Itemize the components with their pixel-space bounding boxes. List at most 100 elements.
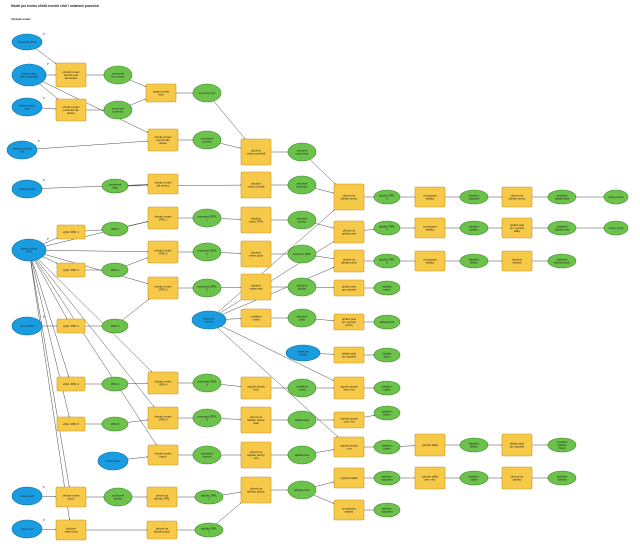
process-step-node-p-45[interactable]: výpočet délky: [414, 433, 446, 457]
input-data-node-in-7[interactable]: vrstva hranic: [97, 451, 129, 471]
process-step-node-p-40[interactable]: výpočet podílu: [333, 467, 365, 489]
output-data-node-o-10[interactable]: JPRL 5: [101, 416, 129, 432]
output-data-node-o-8[interactable]: JPRL 3: [101, 318, 129, 334]
output-data-node-o-34[interactable]: tabulka cest: [373, 314, 401, 330]
process-step-node-p-8[interactable]: výběr JPRL 3: [56, 318, 86, 334]
output-data-node-o-26[interactable]: tabulka cest: [287, 445, 317, 465]
process-step-node-p-9[interactable]: výběr JPRL 4: [56, 376, 86, 392]
process-step-node-p-7[interactable]: výběr JPRL 2: [56, 262, 86, 278]
output-data-node-o-27[interactable]: tabulka ploch: [287, 480, 317, 500]
process-step-node-p-6[interactable]: výběr JPRL 1: [56, 224, 86, 240]
output-data-node-o-21[interactable]: sloučené JPRL: [287, 244, 317, 264]
output-data-node-o-3[interactable]: vymezený les: [192, 83, 222, 103]
output-data-node-o-7[interactable]: JPRL 2: [101, 262, 129, 278]
process-step-node-p-10[interactable]: výběr JPRL 5: [56, 416, 86, 432]
output-data-node-o-9[interactable]: JPRL 4: [101, 376, 129, 392]
output-data-node-o-52[interactable]: vrstva_ploch: [603, 220, 629, 236]
output-data-node-o-25[interactable]: tabulka lesa: [287, 410, 317, 430]
